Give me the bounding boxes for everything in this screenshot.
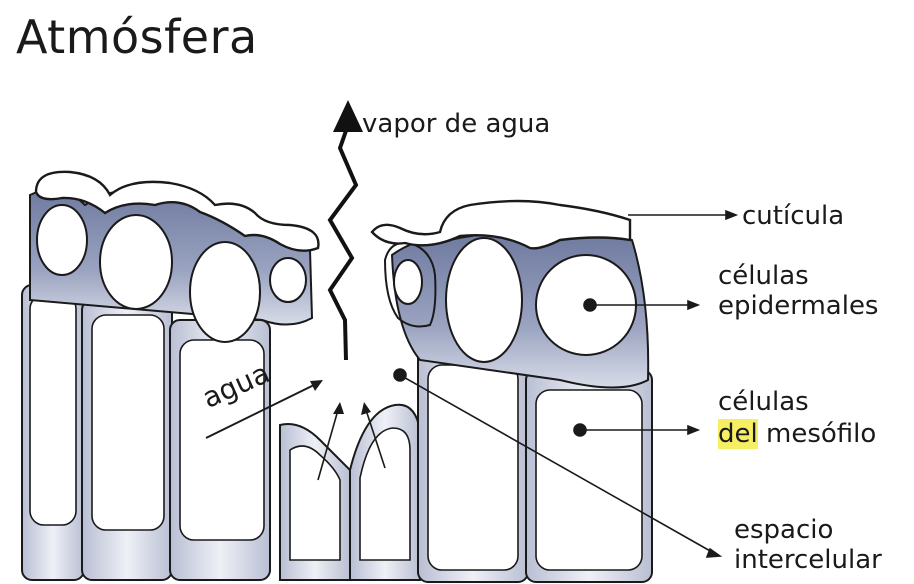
mesofilo-label-line2: del mesófilo [718,420,876,448]
vapor-label: vapor de agua [362,110,550,138]
water-evap-arrowhead-left [333,402,344,414]
vapor-arrowhead [333,100,363,132]
espacio-label-line2: intercelular [734,546,882,574]
vapor-zigzag-arrow [330,125,356,360]
water-evap-arrowhead-right [361,402,371,415]
espacio-label-line1: espacio [734,516,833,544]
epidermales-label-line1: células [718,262,809,290]
mesofilo-label-rest: mesófilo [758,419,877,449]
mesofilo-highlight: del [718,419,758,449]
mesofilo-label-line1: células [718,388,809,416]
cuticula-label: cutícula [742,202,844,230]
epidermales-label-line2: epidermales [718,292,878,320]
lower-mesophyll-cells [280,405,420,580]
